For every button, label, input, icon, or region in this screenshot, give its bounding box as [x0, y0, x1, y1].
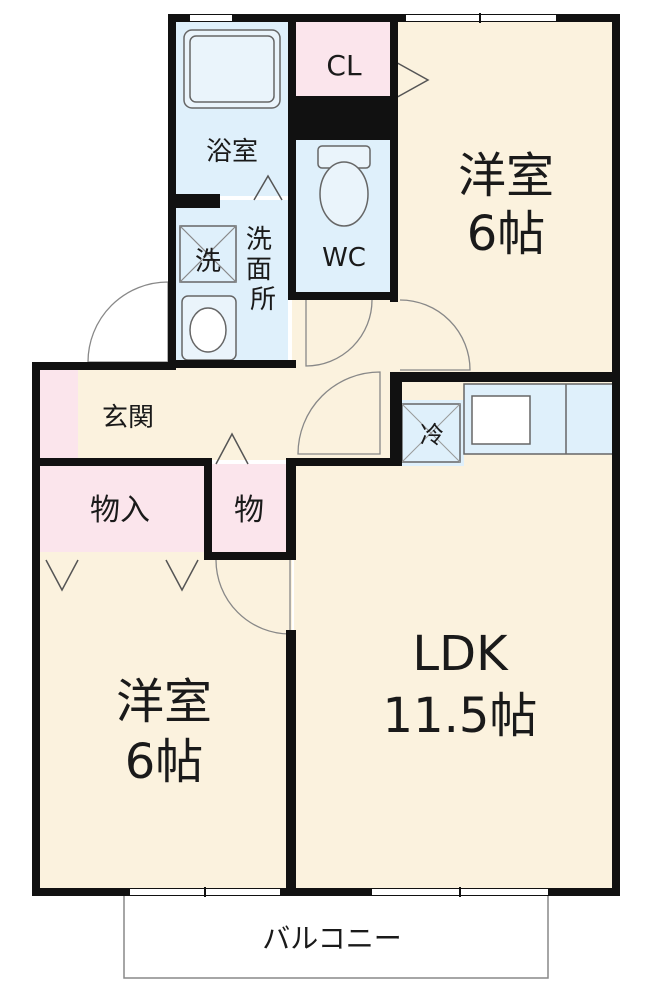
label-balcony: バルコニー: [262, 922, 401, 955]
label-washer: 洗: [195, 247, 221, 277]
storage-large-door-left: [45, 559, 79, 592]
label-washroom: 洗 面 所: [246, 225, 280, 315]
storage-large-door-right: [165, 559, 199, 592]
label-bathroom: 浴室: [206, 137, 258, 167]
label-toilet: WC: [322, 243, 366, 273]
walls: [32, 14, 620, 896]
label-storage-small: 物: [234, 493, 264, 528]
door-swing-washroom: [87, 281, 169, 363]
label-western-lower-name: 洋室: [116, 674, 212, 730]
door-swing-wc: [305, 299, 373, 367]
label-storage-large: 物入: [90, 493, 150, 528]
closet-floor: [294, 22, 392, 100]
storage-large-floor: [40, 464, 208, 552]
bathtub-inner: [189, 35, 275, 103]
label-western-upper-name: 洋室: [458, 148, 554, 204]
storage-small-floor: [212, 464, 290, 552]
room-western-upper-floor: [398, 22, 614, 378]
balcony-floor: [123, 891, 549, 979]
genkan-step: [40, 368, 78, 460]
toilet-bowl: [319, 161, 369, 227]
label-ldk-size: 11.5帖: [383, 688, 538, 744]
room-western-lower-floor: [40, 552, 292, 890]
label-ldk-name: LDK: [412, 626, 509, 682]
storage-small-door: [215, 432, 249, 465]
entrance-floor: [40, 368, 390, 460]
door-swing-ldk: [297, 371, 381, 455]
sink: [471, 395, 531, 445]
label-western-upper-size: 6帖: [467, 206, 546, 262]
closet-cl-door: [391, 59, 430, 101]
door-swing-western-lower: [215, 559, 291, 635]
door-swing-western-upper: [399, 299, 471, 371]
window-upper: [190, 15, 232, 21]
washer-cross: [179, 225, 237, 283]
hallway-floor: [292, 298, 398, 378]
label-western-lower-size: 6帖: [125, 734, 204, 790]
fridge-cross: [401, 403, 461, 463]
label-fridge: 冷: [420, 421, 444, 449]
label-closet-cl: CL: [326, 49, 362, 82]
bathroom-door: [253, 174, 283, 201]
wash-bowl: [189, 307, 227, 353]
label-entrance: 玄関: [102, 403, 154, 433]
